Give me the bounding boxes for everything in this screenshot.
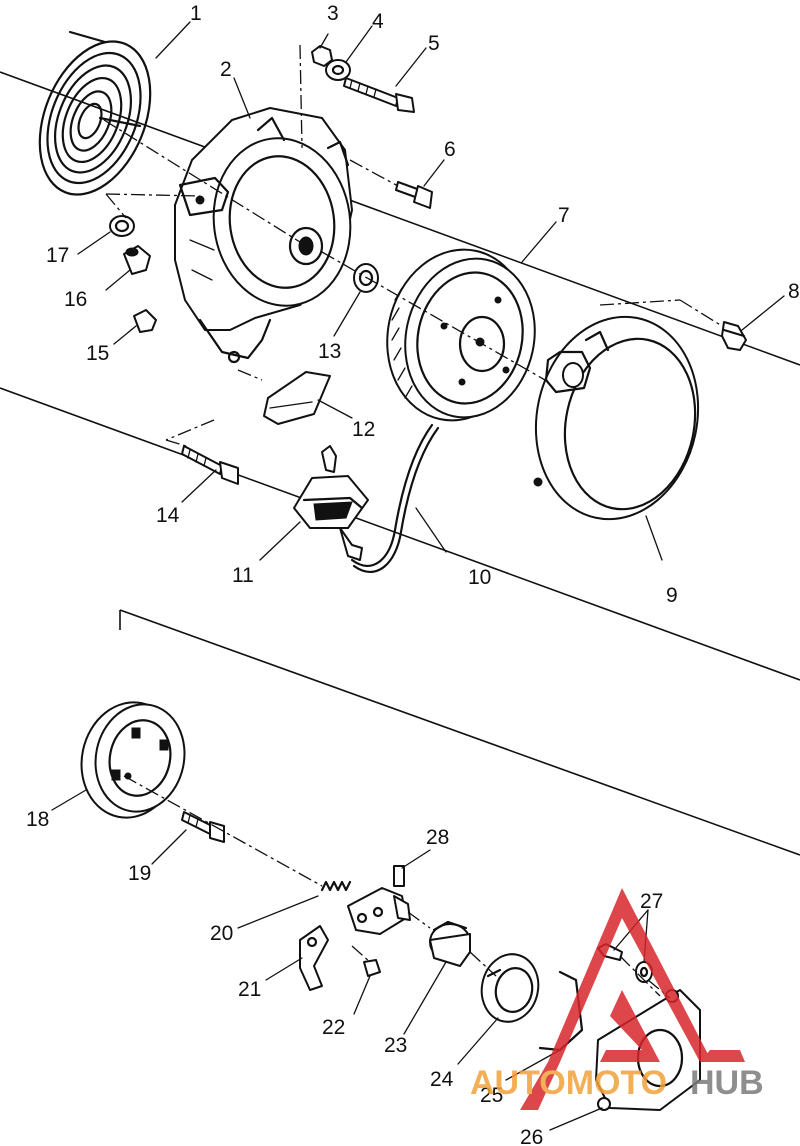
part-21-pawl [299, 925, 329, 991]
part-16-fitting [123, 245, 151, 275]
callout-4: 4 [372, 10, 384, 33]
callout-9: 9 [666, 584, 678, 607]
callout-18: 18 [26, 808, 49, 831]
part-6-stud [395, 181, 433, 209]
part-19-bolt [181, 811, 225, 843]
part-20-spring [320, 880, 352, 892]
leader-lines [51, 21, 785, 1131]
watermark-logo: AUTOMOTO HUB [470, 888, 764, 1110]
callout-24: 24 [430, 1068, 454, 1091]
watermark-text-hub: HUB [690, 1064, 764, 1102]
watermark-text-automoto: AUTOMOTO [470, 1064, 667, 1102]
part-28-pawl-assembly [347, 865, 411, 935]
part-8-screw [721, 321, 747, 351]
callout-16: 16 [64, 288, 87, 311]
callout-7: 7 [558, 204, 570, 227]
part-4-washer [325, 59, 351, 81]
part-1-rewind-spring [38, 30, 152, 196]
part-5-bolt [343, 77, 415, 113]
callout-26: 26 [520, 1126, 543, 1146]
part-9-recoil-cover [533, 315, 700, 521]
callout-8: 8 [788, 280, 800, 303]
part-18-starter-cup [80, 701, 186, 819]
part-10-starter-rope [350, 423, 440, 573]
callout-22: 22 [322, 1016, 345, 1039]
callout-28: 28 [426, 826, 449, 849]
part-2-recoil-housing [174, 107, 353, 364]
callout-5: 5 [428, 32, 440, 55]
part-15-bushing [133, 309, 157, 333]
callout-15: 15 [86, 342, 109, 365]
part-24-friction-plate [480, 953, 540, 1023]
callout-3: 3 [327, 2, 339, 25]
assembly-axis-lines [103, 44, 723, 999]
callout-20: 20 [210, 922, 233, 945]
callout-23: 23 [384, 1034, 407, 1057]
callout-13: 13 [318, 340, 341, 363]
callout-12: 12 [352, 418, 375, 441]
callout-27: 27 [640, 890, 663, 913]
part-14-bolt [181, 445, 239, 485]
callout-11: 11 [232, 564, 254, 587]
callout-numbers: 1 2 3 4 5 6 7 8 9 10 11 12 13 14 15 16 1… [26, 2, 800, 1146]
part-17-washer [109, 215, 135, 237]
callout-19: 19 [128, 862, 151, 885]
part-3-nut [311, 45, 333, 67]
callout-17: 17 [46, 244, 69, 267]
lower-assembly-frame [119, 609, 800, 856]
part-23-drum [429, 920, 471, 967]
part-7-pulley [386, 248, 536, 422]
part-25-wire-spring [538, 970, 584, 1052]
callout-1: 1 [190, 2, 202, 25]
watermark-triangle-icon [520, 888, 745, 1110]
callout-14: 14 [156, 504, 180, 527]
part-12-rope-guide [263, 371, 331, 425]
callout-10: 10 [468, 566, 491, 589]
callout-6: 6 [444, 138, 456, 161]
part-22-pin [363, 959, 381, 977]
callout-2: 2 [220, 58, 232, 81]
callout-21: 21 [238, 978, 261, 1001]
callout-25: 25 [480, 1084, 503, 1107]
part-11-starter-handle [293, 445, 369, 561]
